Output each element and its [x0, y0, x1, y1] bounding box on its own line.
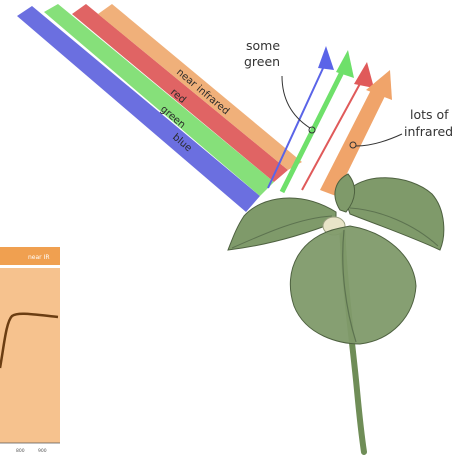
reflected-beams [268, 46, 392, 196]
inset-spectrum-chart: near IR 800 900 [0, 247, 60, 454]
reflected-blue-arrowhead [318, 46, 334, 70]
incoming-beams: blue green red near infrared [17, 4, 302, 212]
some-green-leader-line [282, 76, 310, 128]
plant-illustration [228, 174, 444, 452]
inset-chart-tick-900: 900 [38, 448, 47, 454]
green-beam [44, 4, 274, 196]
leaf-lower [290, 226, 416, 344]
inset-chart-background [0, 268, 60, 443]
lots-of-infrared-label-line2: infrared [404, 124, 453, 139]
some-green-label-line2: green [244, 54, 280, 69]
lots-of-infrared-label-line1: lots of [410, 107, 449, 122]
some-green-label-line1: some [246, 38, 280, 53]
reflected-red-arrowhead [354, 62, 374, 88]
callout-some-green: some green [244, 38, 315, 133]
inset-chart-header-label: near IR [28, 254, 49, 261]
inset-chart-tick-800: 800 [16, 448, 25, 454]
